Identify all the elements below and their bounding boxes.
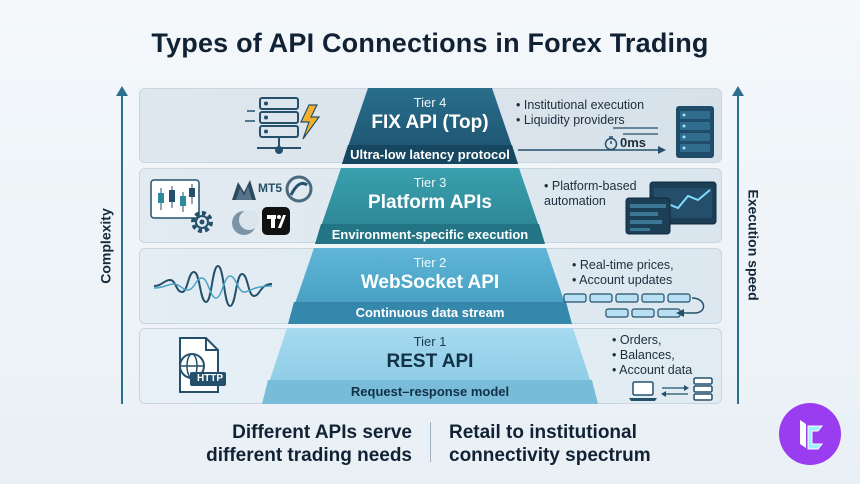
tier-3-name: Platform APIs — [368, 192, 492, 213]
complexity-axis-arrow — [116, 86, 128, 404]
tier-4-name: FIX API (Top) — [371, 112, 489, 133]
tier-1-bullet-2: Balances, — [612, 348, 692, 363]
metatrader-label: MT5 — [258, 181, 282, 195]
stopwatch-icon — [604, 136, 618, 150]
tier-4-number: Tier 4 — [413, 95, 447, 110]
latency-speed-lines — [518, 127, 666, 154]
server-lightning-icon — [245, 97, 321, 154]
tier-1-name: REST API — [386, 351, 474, 372]
bottom-right-line-1: Retail to institutional — [449, 422, 637, 443]
crescent-platform-icon — [232, 210, 259, 235]
tier-2-description: Continuous data stream — [355, 305, 505, 320]
exchange-arrows-icon — [661, 385, 689, 397]
page-title: Types of API Connections in Forex Tradin… — [151, 28, 709, 58]
tier-3-description: Environment-specific execution — [331, 227, 529, 242]
bottom-left-line-2: different trading needs — [206, 445, 412, 466]
bottom-divider — [430, 422, 431, 462]
database-icon — [693, 377, 713, 401]
tier-4-bullet-2: Liquidity providers — [516, 113, 644, 128]
bottom-right-line-2: connectivity spectrum — [449, 445, 651, 466]
tier-4-strip — [342, 145, 518, 164]
tier-1-description: Request–response model — [350, 384, 510, 399]
tier-1-bullet-3: Account data — [612, 363, 692, 378]
tier-2-bullet-1: Real-time prices, — [572, 258, 674, 273]
candlestick-chart-icon — [150, 179, 200, 219]
bottom-left-line-1: Different APIs serve — [232, 422, 412, 443]
tier-2-number: Tier 2 — [413, 255, 447, 270]
execution-speed-axis-arrow — [732, 86, 744, 404]
laptop-icon — [629, 381, 657, 401]
signal-wave-icon — [154, 264, 272, 308]
gear-icon — [191, 211, 213, 233]
tier-4-bullet-1: Institutional execution — [516, 98, 644, 113]
tier-3-bullet-1: Platform-based automation — [544, 179, 644, 209]
tradingview-icon — [262, 207, 290, 235]
metatrader-icon — [232, 180, 256, 200]
tier-1-bullet-1: Orders, — [612, 333, 692, 348]
brand-logo-icon — [779, 403, 841, 465]
tier-4-description: Ultra-low latency protocol — [350, 147, 510, 162]
tier-1-number: Tier 1 — [413, 334, 447, 349]
tier-2-strip — [288, 302, 572, 324]
ctrader-icon — [285, 175, 313, 203]
trading-dashboard-icon — [625, 181, 717, 235]
tier-2-name: WebSocket API — [360, 272, 500, 293]
latency-value: 0ms — [620, 135, 647, 150]
server-rack-icon — [676, 106, 714, 158]
tier-2-bullet-2: Account updates — [572, 273, 674, 288]
tier-3-strip — [315, 224, 545, 244]
http-file-label: HTTP — [196, 373, 224, 384]
tier-1-strip — [262, 380, 598, 404]
data-stream-icon — [563, 293, 705, 318]
tier-3-number: Tier 3 — [413, 175, 447, 190]
http-file-icon — [179, 337, 226, 393]
